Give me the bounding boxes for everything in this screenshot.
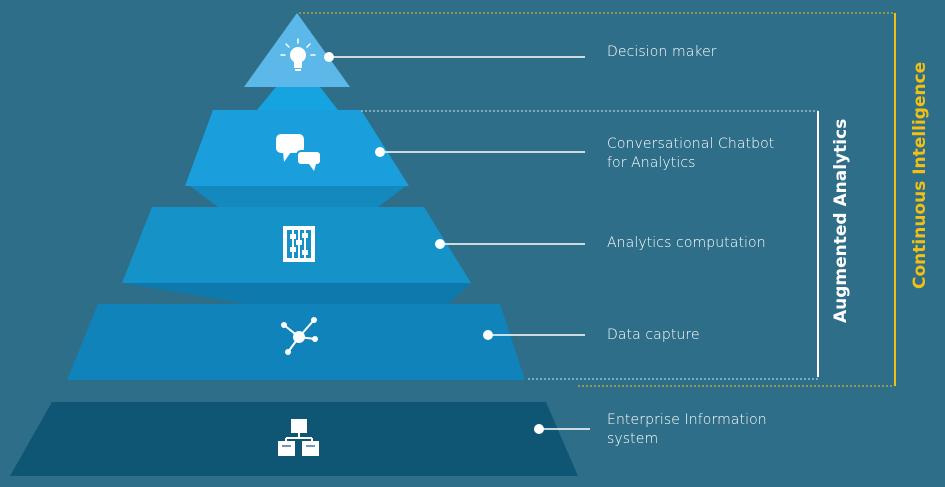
pyramid-connector xyxy=(257,87,338,110)
connector-dot xyxy=(435,239,445,249)
pyramid-connector xyxy=(190,186,406,207)
level-label-data-capture: Data capture xyxy=(607,327,700,343)
connector-dot xyxy=(483,330,493,340)
hierarchy-boxes-icon xyxy=(278,419,319,456)
abacus-icon xyxy=(283,226,315,262)
connector-dot xyxy=(324,52,334,62)
connector-dot xyxy=(375,147,385,157)
level-label-analytics: Analytics computation xyxy=(607,235,766,251)
level-label-enterprise: Enterprise Information system xyxy=(607,412,767,447)
connectors xyxy=(324,52,590,434)
level-label-chatbot: Conversational Chatbot for Analytics xyxy=(607,136,775,171)
augmented-analytics-label: Augmented Analytics xyxy=(831,118,851,323)
lightbulb-icon xyxy=(280,38,316,71)
network-nodes-icon xyxy=(281,317,318,355)
pyramid-connector xyxy=(122,283,471,304)
connector-dot xyxy=(534,424,544,434)
chat-bubbles-icon xyxy=(276,134,322,171)
level-label-decision-maker: Decision maker xyxy=(607,44,717,60)
continuous-intelligence-label: Continuous Intelligence xyxy=(910,61,930,289)
